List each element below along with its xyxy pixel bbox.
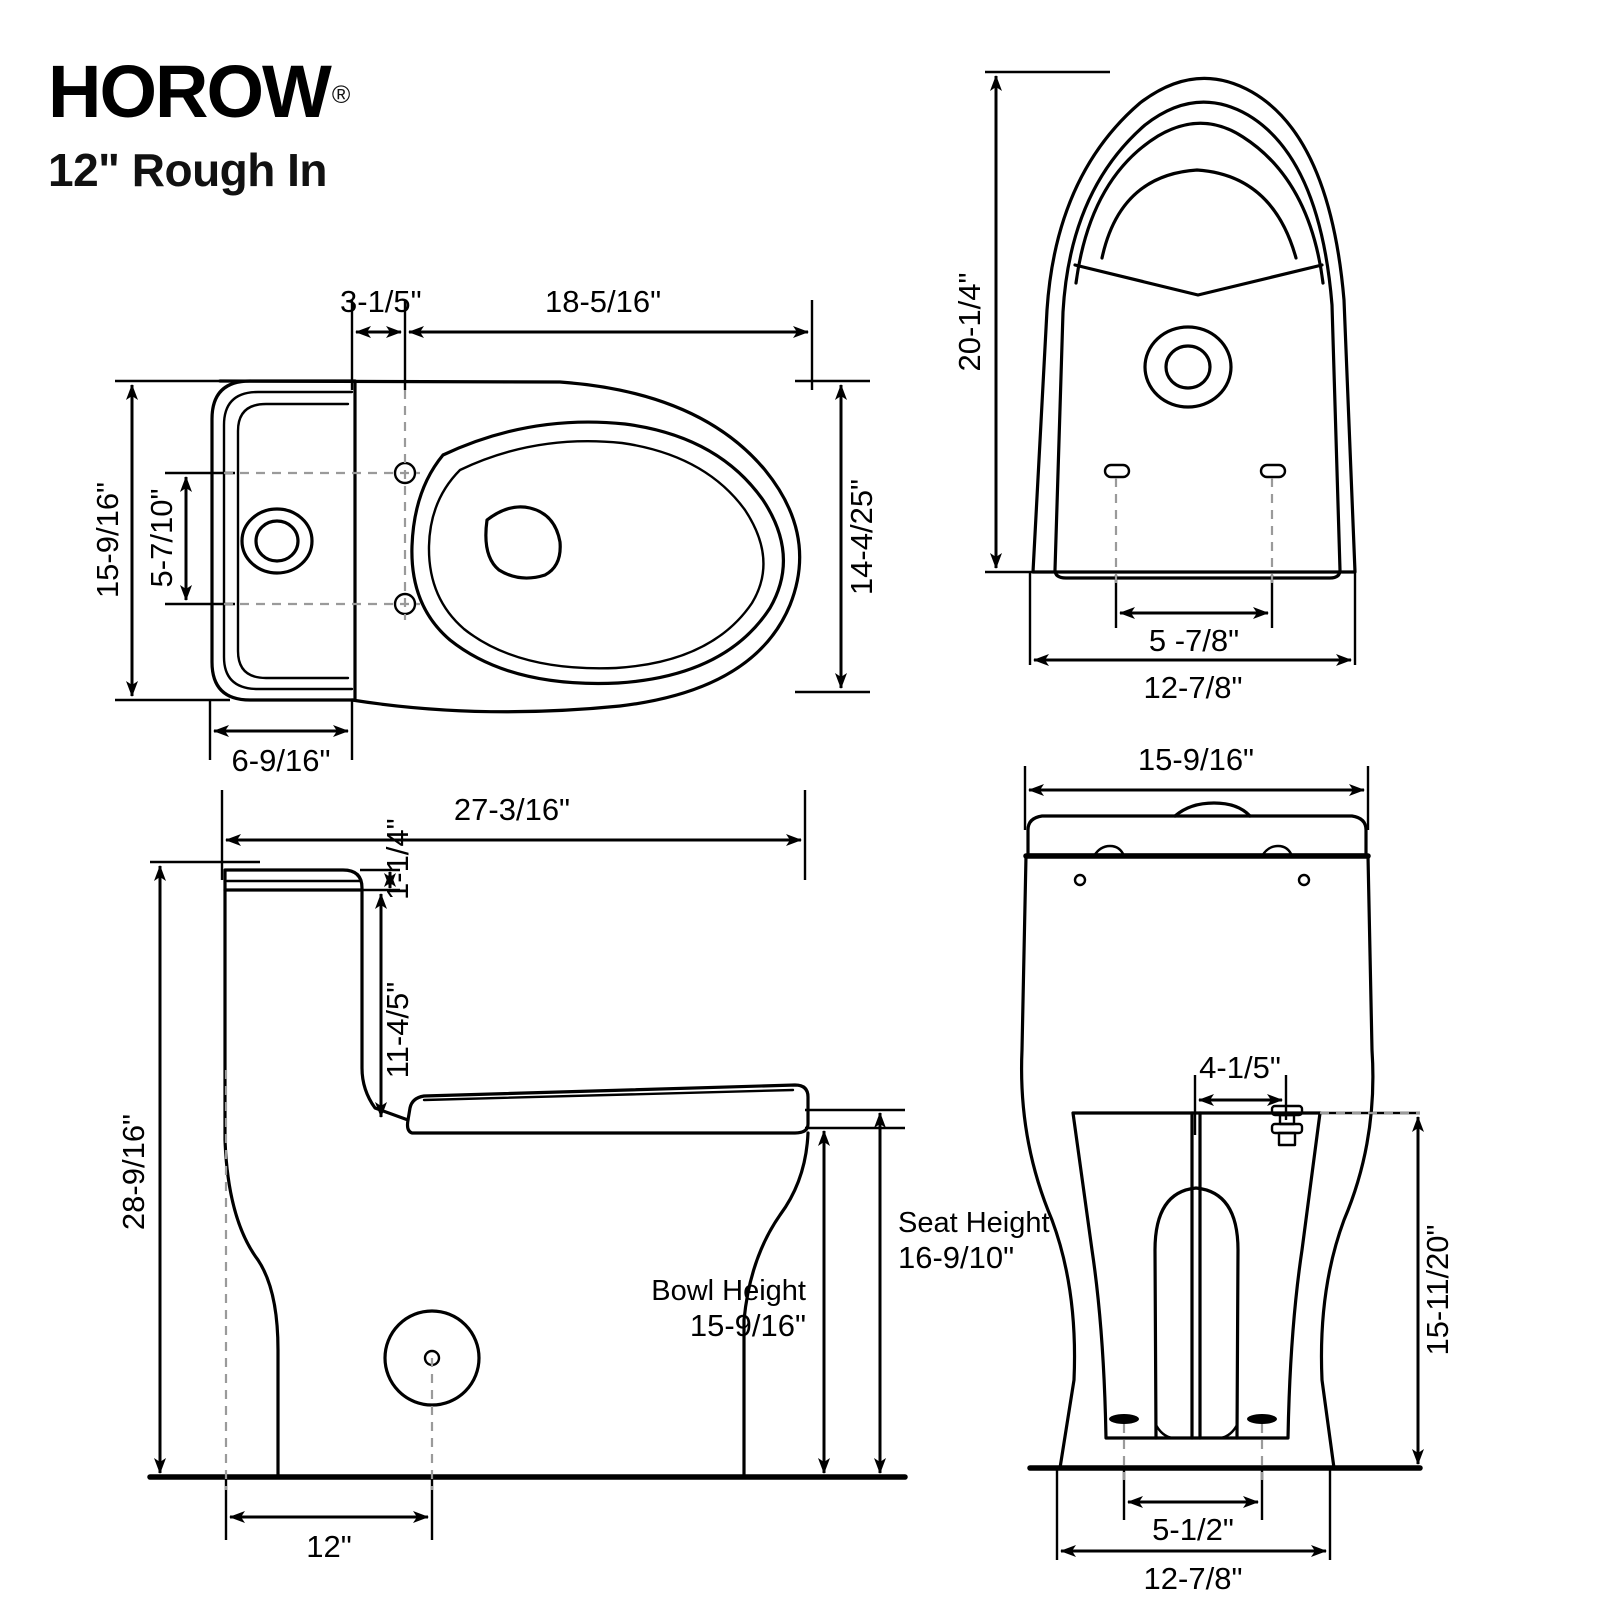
dim-label-12-7-8-rear: 12-7/8" [1144, 670, 1243, 705]
dim-label-15-9-16-top: 15-9/16" [90, 482, 125, 598]
flush-button-inner-ring [254, 519, 300, 563]
water-supply-fitting [1270, 1104, 1304, 1147]
front-left-profile [1020, 854, 1077, 1470]
flush-button-outer-ring [240, 507, 314, 575]
brand-header: HOROW® 12" Rough In [48, 55, 350, 196]
dim-label-3-1-5: 3-1/5" [340, 284, 422, 319]
dim-label-28-9-16: 28-9/16" [116, 1114, 151, 1230]
side-view: 27-3/16" 1-1/4" 11-4/5" 28-9/16" 12" Bow… [116, 790, 1050, 1564]
top-plan-view: 3-1/5" 18-5/16" 15-9/16" 5-7/10" 6-9/16"… [90, 284, 879, 778]
front-tank-lid [1026, 814, 1368, 857]
dim-label-12-roughin: 12" [306, 1529, 352, 1564]
tank-plan-inner-outline-2 [236, 402, 350, 680]
dim-label-seat-height-value: 16-9/10" [898, 1240, 1014, 1275]
horow-wordmark: HOROW [48, 50, 332, 133]
dim-label-5-7-10: 5-7/10" [144, 489, 179, 588]
dim-label-15-9-16-front: 15-9/16" [1138, 742, 1254, 777]
rear-lid-inner-arc [1074, 121, 1325, 285]
bowl-plan-outline [218, 379, 802, 714]
seat-cutout [484, 505, 562, 580]
dim-label-12-7-8-front: 12-7/8" [1144, 1561, 1243, 1596]
front-view: 15-9/16" 4-1/5" 15-11/20" 5-1/2" 12-7/8" [1020, 742, 1455, 1596]
supply-tube [1277, 1131, 1297, 1147]
front-lid-handle [1173, 801, 1252, 818]
rear-flush-button-inner [1164, 344, 1212, 390]
rear-seat-arc [1100, 168, 1298, 260]
front-floor-bolt-right [1247, 1414, 1277, 1424]
dim-label-20-1-4: 20-1/4" [952, 273, 987, 372]
dim-label-11-4-5: 11-4/5" [380, 982, 415, 1079]
front-trap-foot-left [1154, 1423, 1174, 1440]
seat-ring-inner [427, 440, 765, 670]
rear-v-crease [1073, 263, 1324, 297]
front-tank-screw-left [1073, 873, 1087, 887]
brand-wordmark-row: HOROW® [48, 55, 350, 129]
dim-label-bowl-height-value: 15-9/16" [690, 1308, 806, 1343]
dim-label-18-5-16: 18-5/16" [545, 284, 661, 319]
dim-label-27-3-16: 27-3/16" [454, 792, 570, 827]
rough-in-subtitle: 12" Rough In [48, 144, 328, 196]
front-pedestal-panel [1071, 1111, 1322, 1440]
rear-flush-button-outer [1143, 325, 1233, 409]
dim-label-seat-height-text: Seat Height [898, 1207, 1050, 1239]
side-seat-slab [405, 1083, 810, 1135]
registered-trademark-icon: ® [331, 81, 351, 109]
dim-label-4-1-5: 4-1/5" [1199, 1050, 1281, 1085]
rear-outer-silhouette [1031, 76, 1357, 574]
side-seat-slab-seam [422, 1088, 795, 1102]
front-trapway-outline [1153, 1186, 1240, 1440]
seat-ring-outer [410, 420, 786, 686]
front-trap-foot-right [1219, 1423, 1239, 1440]
dim-label-bowl-height-text: Bowl Height [651, 1275, 806, 1307]
side-body-rear-profile [223, 888, 280, 1479]
side-bowl-front-profile [742, 1131, 810, 1479]
dim-label-14-4-25: 14-4/25" [844, 479, 879, 595]
front-floor-bolt-left [1109, 1414, 1139, 1424]
tank-plan-outline [210, 379, 357, 702]
rear-bolt-slot-left [1103, 463, 1131, 479]
side-tank-front-profile [360, 888, 410, 1122]
rear-view: 20-1/4" 5 -7/8" 12-7/8" [952, 70, 1357, 705]
front-lid-nub-right [1260, 844, 1294, 858]
dim-label-5-7-8: 5 -7/8" [1149, 623, 1239, 658]
side-outlet-circle [383, 1309, 481, 1407]
dim-label-5-1-2: 5-1/2" [1152, 1512, 1234, 1547]
rear-tank-body [1053, 100, 1342, 580]
front-tank-screw-right [1297, 873, 1311, 887]
dim-label-15-11-20: 15-11/20" [1420, 1224, 1455, 1355]
rear-bolt-slot-right [1259, 463, 1287, 479]
front-right-profile [1319, 854, 1375, 1470]
supply-nut-mid [1270, 1122, 1304, 1135]
front-lid-nub-left [1092, 844, 1126, 858]
tank-plan-inner-outline [222, 390, 354, 691]
dim-label-6-9-16: 6-9/16" [232, 743, 331, 778]
dim-label-1-1-4: 1-1/4" [380, 818, 415, 900]
